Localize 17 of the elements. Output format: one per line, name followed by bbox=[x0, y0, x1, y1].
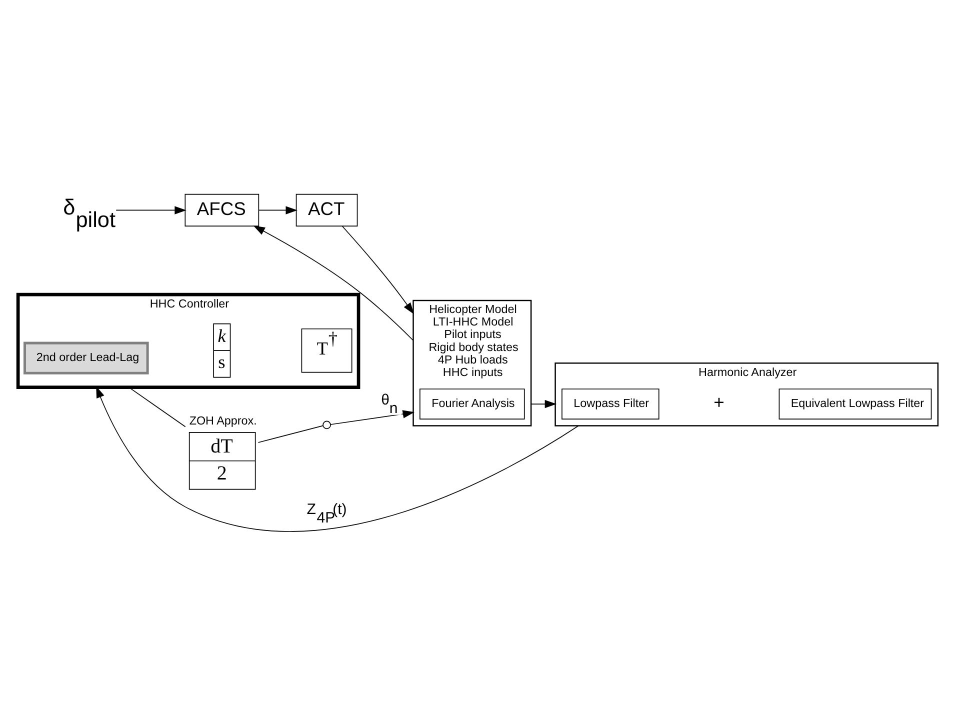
arrow bbox=[330, 410, 414, 425]
node-box: Fourier Analysis bbox=[420, 388, 525, 420]
node-box: 2nd order Lead-Lag bbox=[23, 342, 149, 374]
arrow bbox=[342, 226, 414, 314]
connector bbox=[128, 386, 186, 428]
node-switch bbox=[322, 420, 331, 430]
node-box: Equivalent Lowpass Filter bbox=[778, 388, 932, 420]
arrow bbox=[258, 206, 298, 214]
arrow bbox=[530, 400, 557, 408]
node-box: Lowpass Filter bbox=[562, 388, 660, 420]
arrow bbox=[116, 206, 186, 214]
arrow bbox=[253, 226, 414, 341]
node-box: AFCS bbox=[184, 194, 260, 226]
node-box: ACT bbox=[296, 194, 358, 226]
connector bbox=[258, 425, 324, 443]
node-label: ZOH Approx. bbox=[189, 414, 257, 428]
label: + bbox=[714, 392, 724, 413]
